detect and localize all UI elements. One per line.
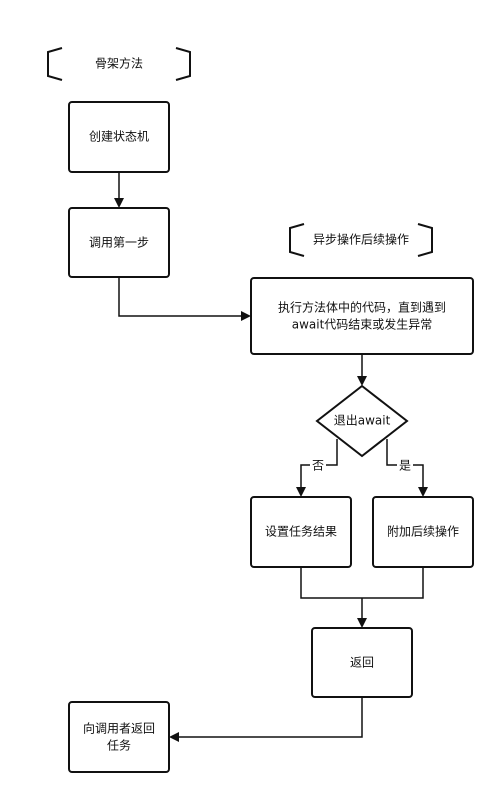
arrowhead: [296, 487, 306, 497]
node-box: [68, 701, 170, 773]
annotation-async-label: 异步操作后续操作: [313, 232, 409, 247]
arrowhead: [241, 311, 251, 321]
annotation-left-bracket: [47, 47, 63, 81]
edge-decision-yes: 是: [386, 439, 428, 497]
annotation-async-continuation: 异步操作后续操作: [289, 223, 433, 257]
arrowhead: [418, 487, 428, 497]
edge-execute-to-decision: [357, 354, 367, 386]
node-attach-continuation: 附加后续操作: [372, 496, 474, 568]
node-label: 调用第一步: [89, 236, 149, 250]
edge-create-to-call: [114, 172, 124, 208]
node-label: 设置任务结果: [265, 524, 337, 539]
node-label: 附加后续操作: [387, 524, 459, 539]
edge-label-yes: 是: [399, 459, 411, 473]
node-create-state-machine: 创建状态机: [68, 101, 170, 173]
node-label-line-1: 执行方法体中的代码，直到遇到: [278, 300, 446, 315]
decision-label: 退出await: [334, 414, 391, 428]
node-label: 返回: [350, 656, 374, 670]
node-label-line-2: 任务: [107, 738, 131, 753]
node-box: [250, 277, 474, 355]
annotation-left-bracket: [289, 223, 305, 257]
node-label-line-2: await代码结束或发生异常: [292, 317, 433, 332]
annotation-right-bracket: [175, 47, 191, 81]
annotation-skeleton-label: 骨架方法: [95, 56, 143, 71]
node-label-line-1: 向调用者返回: [83, 721, 155, 736]
edge-call-to-execute: [118, 277, 251, 321]
node-call-first-step: 调用第一步: [68, 207, 170, 278]
arrowhead: [357, 376, 367, 386]
edge-merge-line: [300, 567, 424, 599]
node-return-task-to-caller: 向调用者返回 任务: [68, 701, 170, 773]
node-return: 返回: [311, 627, 413, 698]
edge-label-background: [310, 459, 326, 473]
node-set-task-result: 设置任务结果: [250, 496, 352, 568]
edge-label-no: 否: [312, 459, 324, 473]
annotation-skeleton: 骨架方法: [47, 47, 191, 81]
annotation-right-bracket: [417, 223, 433, 257]
node-label: 创建状态机: [89, 130, 149, 144]
decision-exit-await: 退出await: [315, 384, 409, 458]
edge-line: [179, 697, 363, 738]
arrowhead: [114, 198, 124, 208]
edge-return-to-caller: [169, 697, 363, 742]
edge-label-background: [397, 459, 413, 473]
arrowhead: [169, 732, 179, 742]
node-execute-method-body: 执行方法体中的代码，直到遇到 await代码结束或发生异常: [250, 277, 474, 355]
edge-merge-to-return: [300, 567, 424, 628]
edge-line: [118, 277, 241, 317]
decision-diamond: [315, 384, 409, 458]
edge-decision-no: 否: [296, 439, 338, 497]
arrowhead: [357, 618, 367, 628]
